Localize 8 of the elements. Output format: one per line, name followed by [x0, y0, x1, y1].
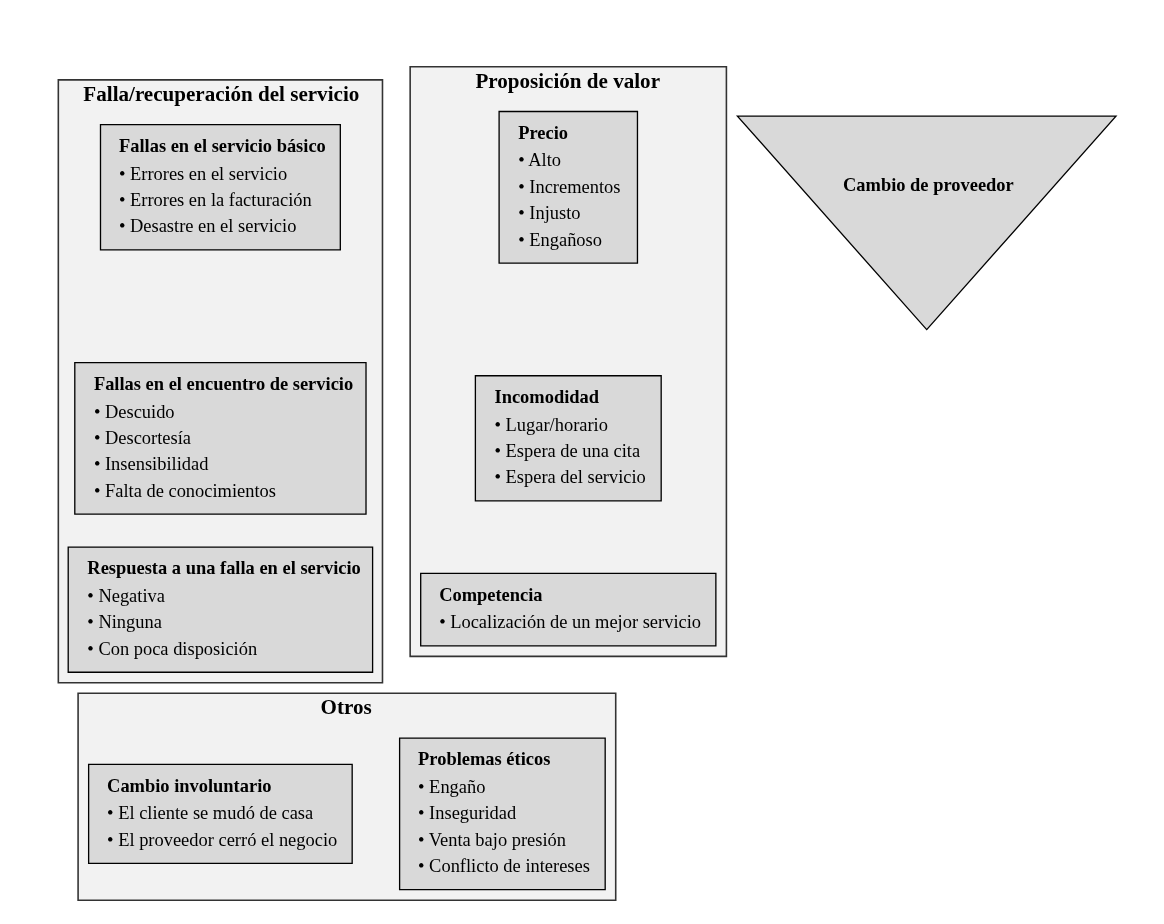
node-box: Fallas en el encuentro de servicio • Descuido • Descortesía • Insensibilidad • Falta de conocimientos: [74, 361, 367, 515]
node-box: Competencia • Localización de un mejor servicio: [420, 572, 717, 647]
node-box: Problemas éticos • Engaño • Inseguridad • Venta bajo presión • Conflicto de intereses: [398, 736, 606, 890]
node-box: Incomodidad • Lugar/horario • Espera de una cita • Espera del servicio: [474, 374, 662, 502]
node-box: Fallas en el servicio básico • Errores en el servicio • Errores en la facturación • Desastre en el servicio: [99, 123, 341, 251]
node-box: Precio • Alto • Incrementos • Injusto • Engañoso: [498, 110, 639, 264]
node-box: Cambio involuntario • El cliente se mudó de casa • El proveedor cerró el negocio: [87, 763, 353, 864]
node-box: Respuesta a una falla en el servicio • Negativa • Ninguna • Con poca disposición: [67, 545, 374, 673]
